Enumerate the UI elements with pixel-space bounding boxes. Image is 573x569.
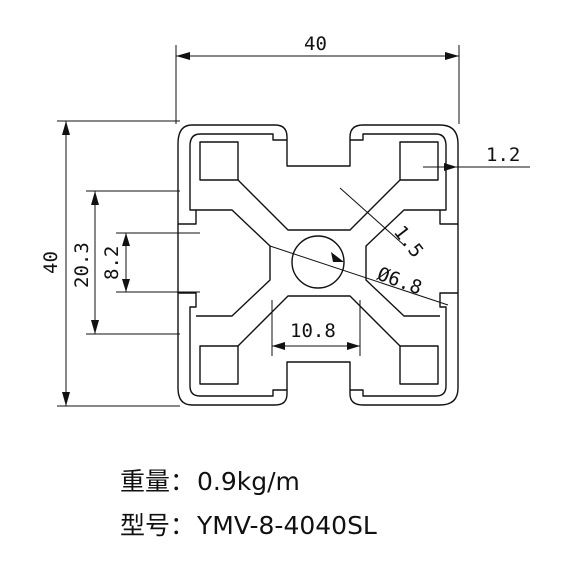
dim-bore: Ø6.8 [374, 263, 425, 299]
dim-slot-outer: 20.3 [71, 242, 93, 288]
dim-core: 10.8 [290, 320, 336, 342]
dim-web: 1.5 [389, 222, 427, 263]
model-label: 型号： [120, 511, 196, 540]
dim-width: 40 [304, 33, 327, 55]
cavity-top-left [199, 141, 239, 181]
dim-height: 40 [40, 251, 62, 274]
profile-outline [177, 124, 288, 225]
weight-spec: 重量：0.9kg/m [120, 462, 300, 498]
model-spec: 型号：YMV-8-4040SL [120, 506, 377, 542]
dim-slot-opening: 8.2 [101, 246, 123, 280]
weight-value: 0.9kg/m [197, 467, 300, 496]
model-value: YMV-8-4040SL [197, 511, 377, 540]
weight-label: 重量： [120, 467, 196, 496]
dim-wall: 1.2 [486, 144, 520, 166]
